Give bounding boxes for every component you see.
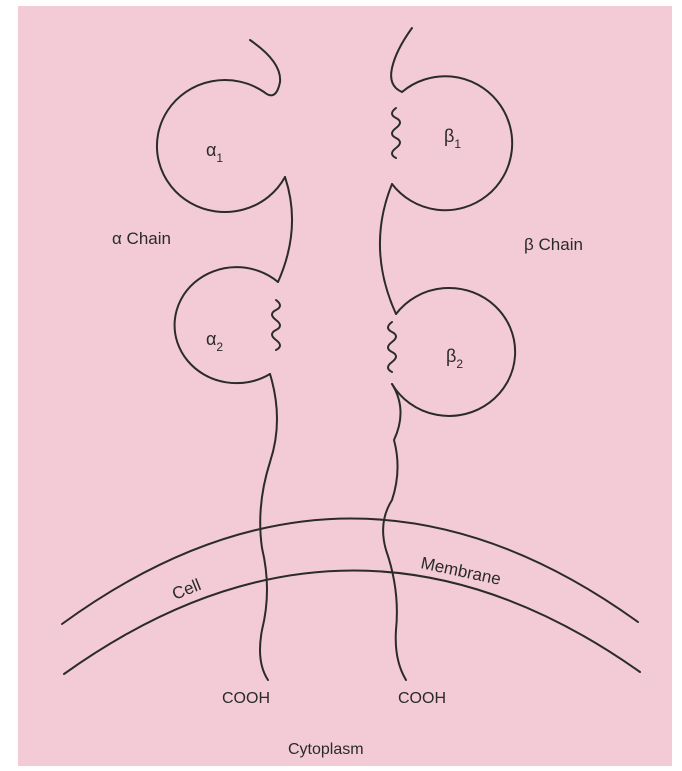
cooh-left-label: COOH — [222, 690, 270, 707]
alpha1-domain — [157, 80, 285, 212]
cooh-right-label: COOH — [398, 690, 446, 707]
beta1-disulfide-bond — [392, 108, 400, 158]
beta1-label: β1 — [444, 126, 461, 151]
beta2-label: β2 — [446, 346, 463, 371]
alpha-disulfide-bond — [272, 300, 280, 350]
alpha-chain-label: α Chain — [112, 229, 171, 248]
alpha2-domain — [175, 267, 278, 383]
alpha2-label: α2 — [206, 329, 223, 354]
alpha1-label: α1 — [206, 140, 223, 165]
cytoplasm-label: Cytoplasm — [288, 741, 364, 758]
beta-linker — [380, 184, 396, 314]
beta2-disulfide-bond — [388, 322, 396, 372]
membrane-label: Membrane — [419, 553, 502, 588]
beta-transmembrane-tail — [383, 384, 406, 680]
alpha-linker — [278, 177, 292, 282]
membrane-inner-arc — [64, 570, 640, 674]
beta-chain-label: β Chain — [524, 235, 583, 254]
beta-chain-n-terminus — [391, 28, 412, 92]
